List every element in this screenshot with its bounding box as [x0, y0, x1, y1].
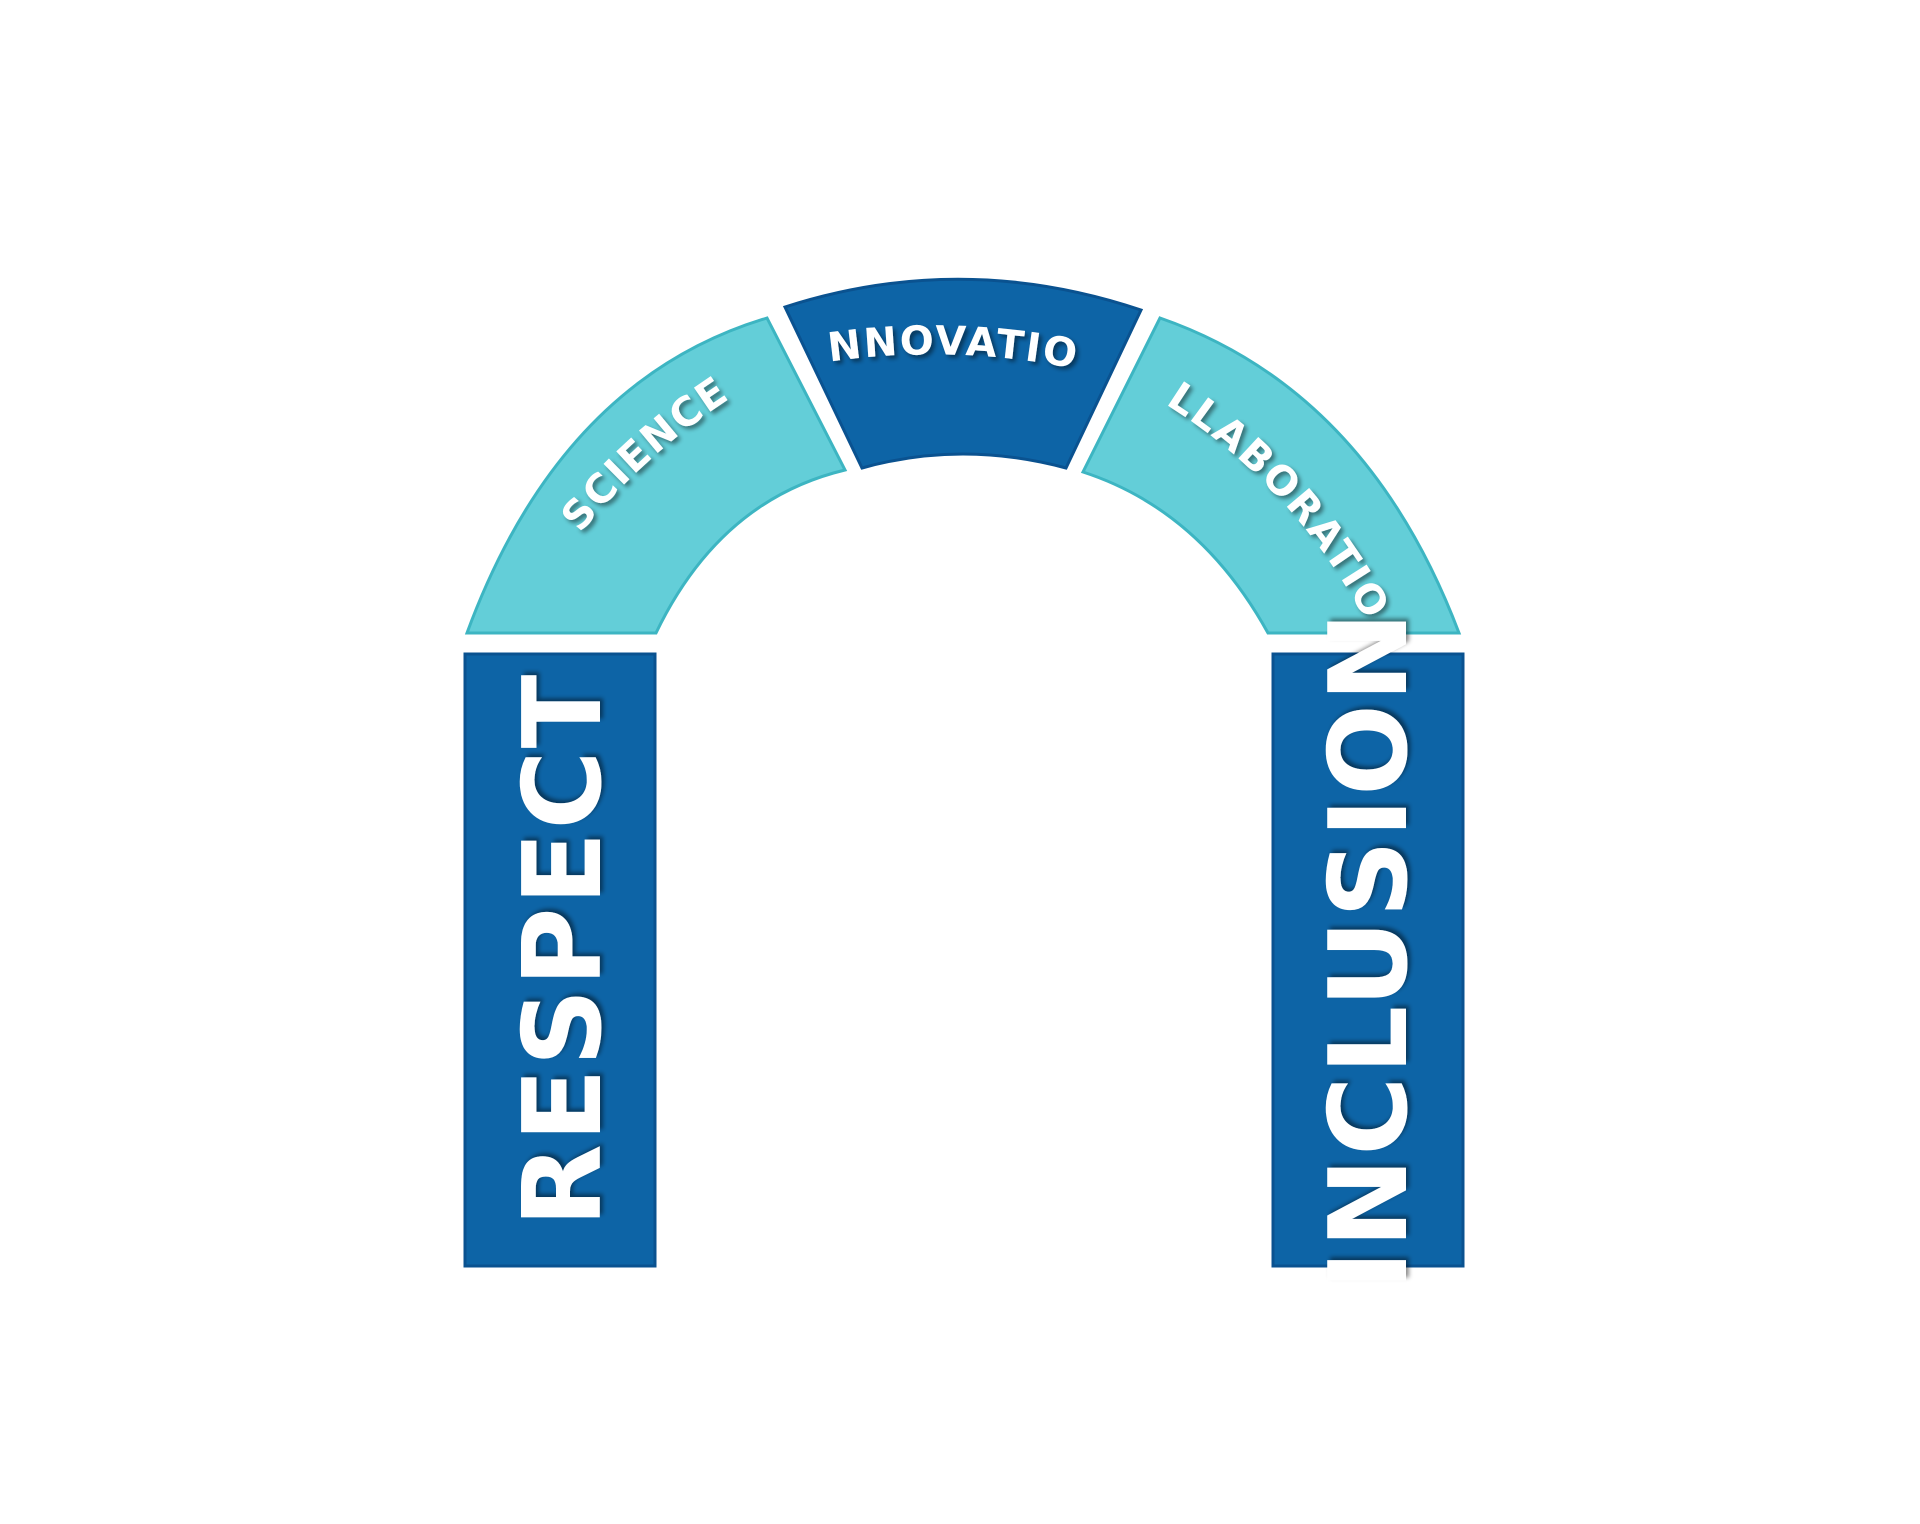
arch-segment-collaboration — [1080, 316, 1462, 635]
pillar-left — [463, 652, 657, 1268]
arch-segment-science — [464, 316, 848, 635]
pillar-label-respect: RESPECT — [501, 673, 626, 1228]
pillar-right — [1271, 652, 1465, 1268]
pillar-label-inclusion: INCLUSION — [1307, 610, 1432, 1291]
arch-segment-innovation — [782, 277, 1144, 470]
arch-label-innovation: INNOVATION — [0, 0, 1083, 378]
